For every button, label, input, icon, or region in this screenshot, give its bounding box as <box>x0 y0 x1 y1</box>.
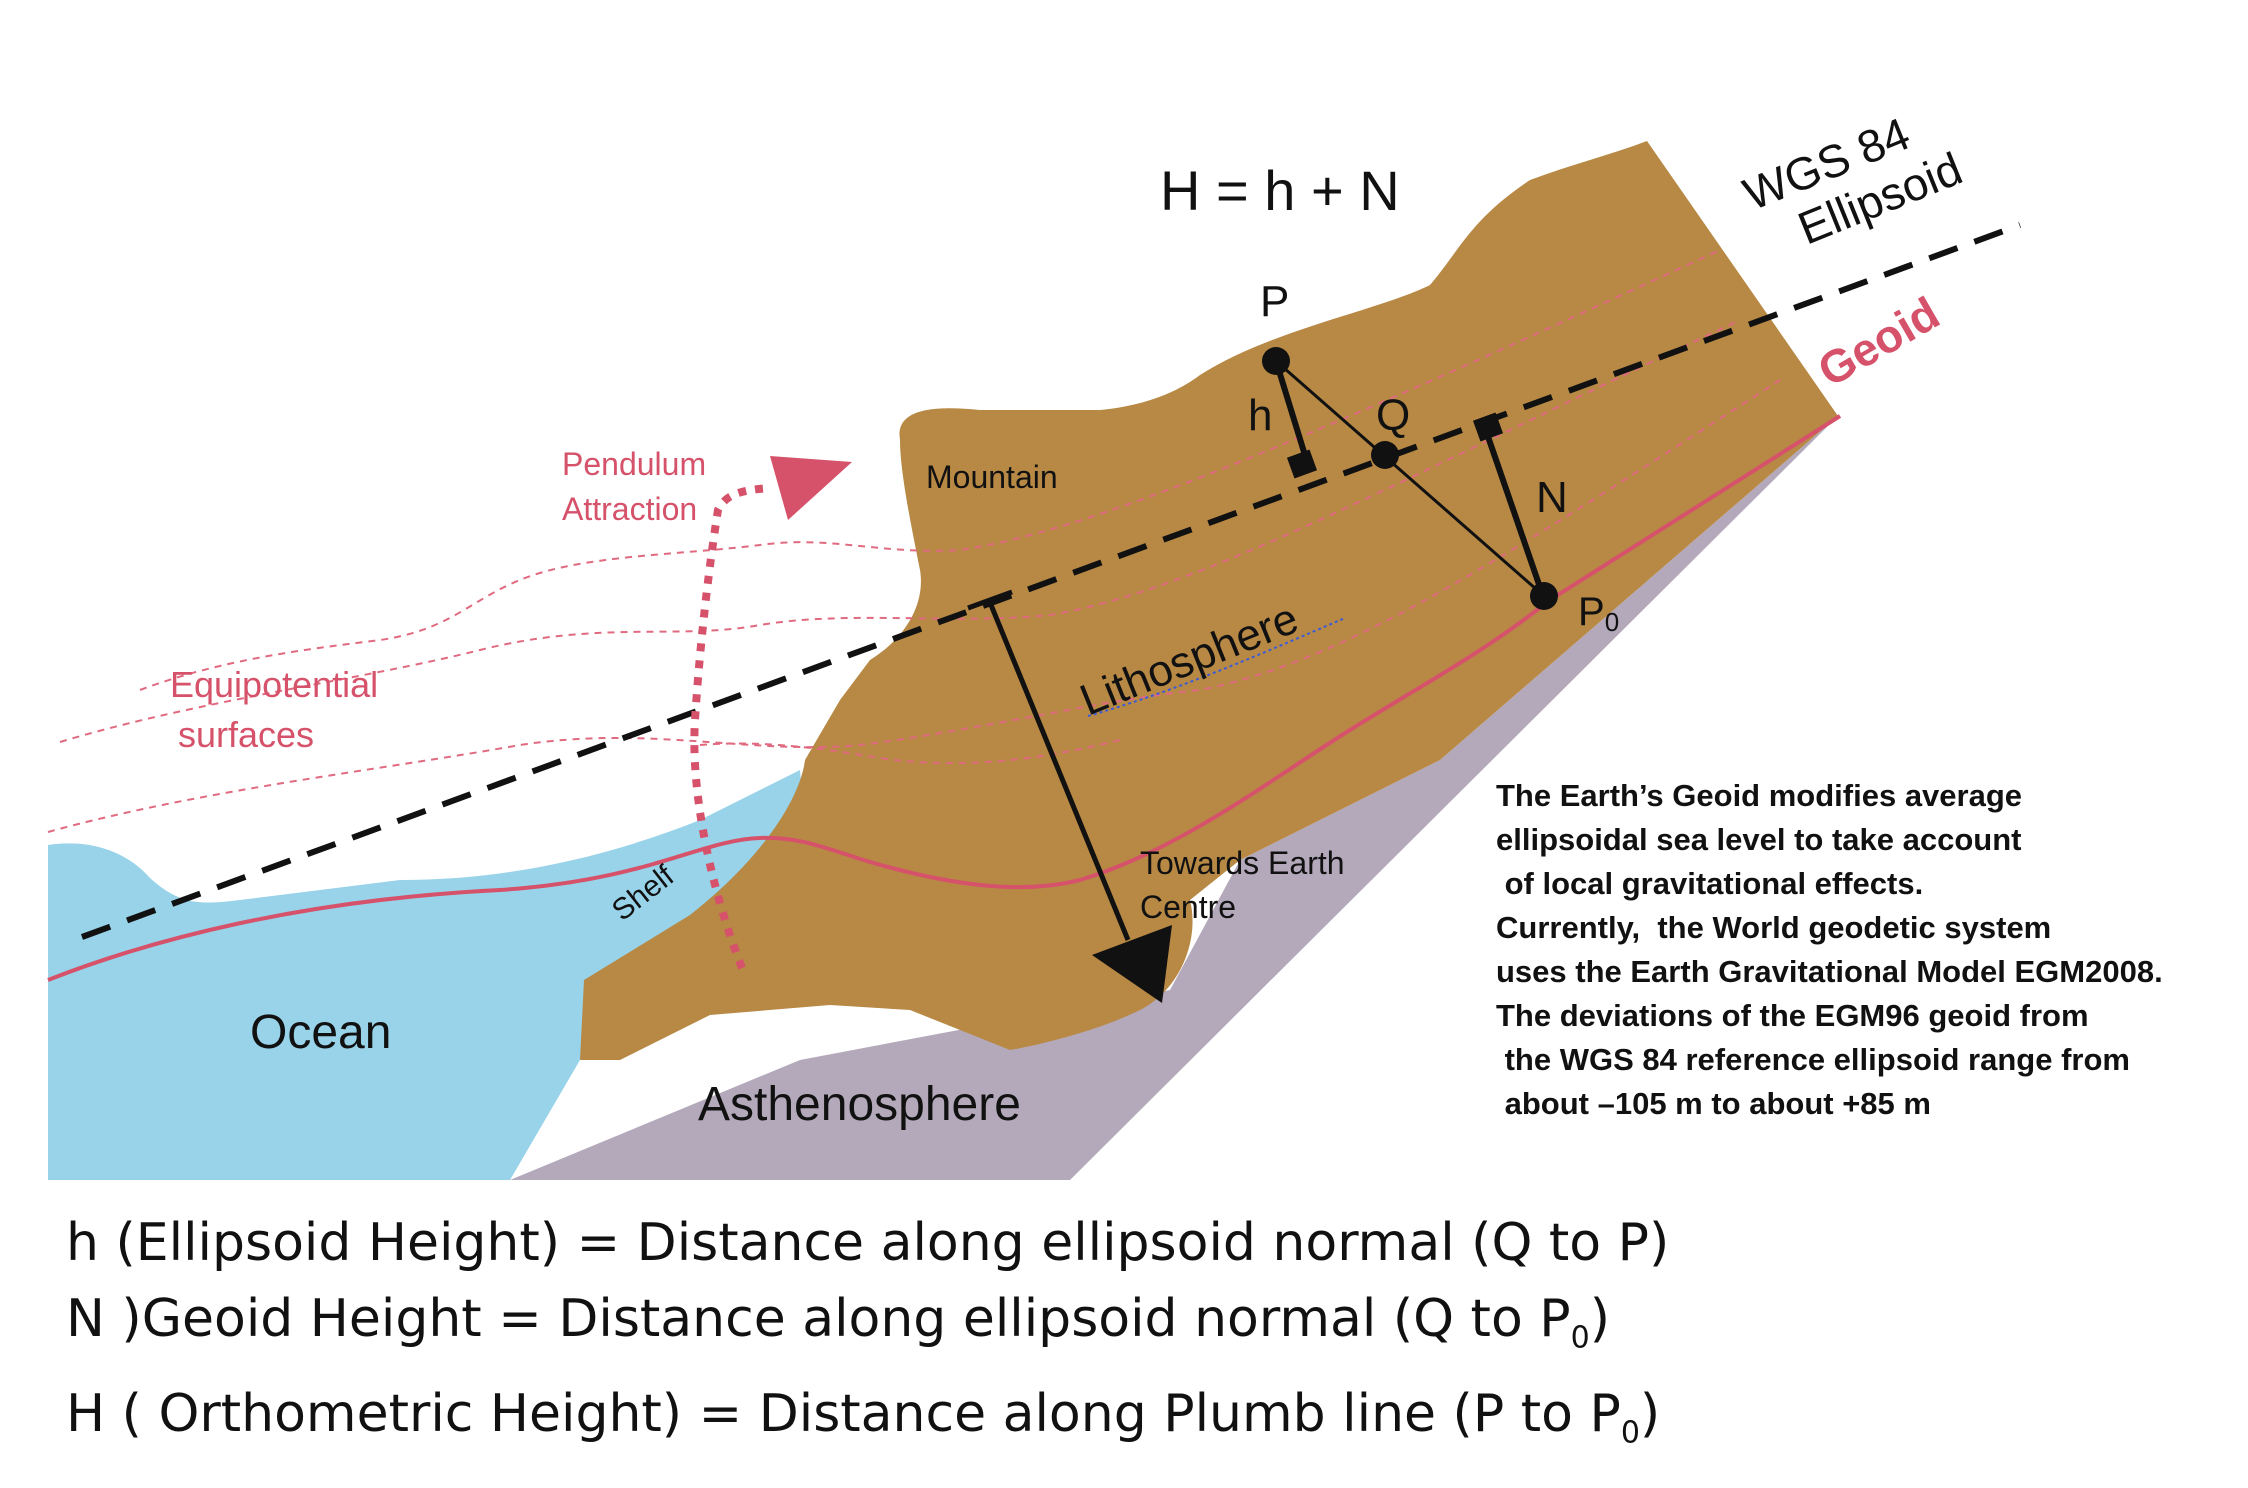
note-line: Currently, the World geodetic system <box>1496 910 2051 945</box>
definition-ellipsoid-height: h (Ellipsoid Height) = Distance along el… <box>66 1213 1670 1273</box>
asthenosphere-label: Asthenosphere <box>698 1078 1021 1131</box>
h-right-angle-marker <box>1286 449 1318 479</box>
towards-label-line1: Towards Earth <box>1140 845 1345 881</box>
h-label: h <box>1248 391 1272 440</box>
explanatory-note: The Earth’s Geoid modifies average ellip… <box>1496 778 2163 1121</box>
definition-ortho-close: ) <box>1639 1384 1661 1445</box>
point-q-marker <box>1371 441 1399 469</box>
pendulum-label-line2: Attraction <box>562 491 697 527</box>
asthenosphere-layer <box>510 416 1838 1180</box>
point-p-marker <box>1262 347 1290 375</box>
note-line: about –105 m to about +85 m <box>1496 1086 1931 1121</box>
note-line: uses the Earth Gravitational Model EGM20… <box>1496 954 2163 989</box>
note-line: the WGS 84 reference ellipsoid range fro… <box>1496 1042 2130 1077</box>
ellipsoid-line <box>80 222 2022 940</box>
definition-orthometric-height: H ( Orthometric Height) = Distance along… <box>66 1376 1669 1471</box>
note-line: of local gravitational effects. <box>1496 866 1923 901</box>
h-segment <box>1273 360 1311 466</box>
point-p0-marker <box>1530 582 1558 610</box>
equipotential-label-line1: Equipotential <box>170 664 378 705</box>
towards-label-line2: Centre <box>1140 889 1236 925</box>
n-right-angle-marker <box>1472 412 1504 442</box>
ocean-label: Ocean <box>250 1006 391 1059</box>
definition-geoid-close: ) <box>1589 1289 1611 1349</box>
earth-centre-arrowhead <box>1092 925 1172 1003</box>
geoid-label: Geoid <box>1809 286 1948 396</box>
point-p-label: P <box>1260 277 1289 326</box>
mountain-label: Mountain <box>926 459 1058 495</box>
height-definitions: h (Ellipsoid Height) = Distance along el… <box>66 1205 1669 1472</box>
geoid-line <box>47 414 1842 982</box>
p-to-p0-line <box>1275 359 1545 598</box>
note-line: The deviations of the EGM96 geoid from <box>1496 998 2089 1033</box>
lithosphere-landmass <box>580 141 1838 1060</box>
definition-ortho-subscript: 0 <box>1620 1415 1640 1451</box>
definition-geoid-height: N )Geoid Height = Distance along ellipso… <box>66 1281 1669 1376</box>
definition-geoid-subscript: 0 <box>1570 1320 1590 1356</box>
equipotential-label-line2: surfaces <box>178 714 314 755</box>
definition-ortho-text: H ( Orthometric Height) = Distance along… <box>66 1384 1621 1445</box>
lithosphere-underline <box>1087 617 1346 717</box>
n-segment <box>1481 424 1546 597</box>
definition-geoid-text: N )Geoid Height = Distance along ellipso… <box>66 1289 1571 1349</box>
point-p0-label: P0 <box>1578 590 1619 637</box>
pendulum-label-line1: Pendulum <box>562 446 706 482</box>
plumb-line-cap <box>967 589 1013 611</box>
note-line: ellipsoidal sea level to take account <box>1496 822 2022 857</box>
point-q-label: Q <box>1376 391 1410 440</box>
formula-label: H = h + N <box>1160 159 1400 222</box>
note-line: The Earth’s Geoid modifies average <box>1496 778 2022 813</box>
plumb-line <box>986 599 1131 941</box>
pendulum-arrowhead <box>770 456 852 520</box>
n-label: N <box>1536 473 1568 522</box>
